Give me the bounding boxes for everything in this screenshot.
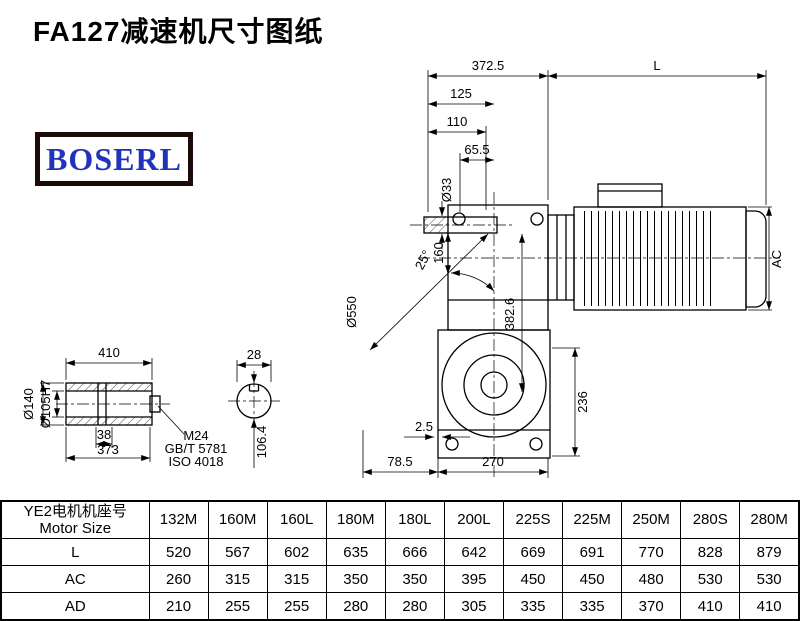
column-header: 132M <box>148 500 209 539</box>
dimension-lines <box>40 73 772 475</box>
output-shaft-hatch <box>424 217 448 233</box>
column-header: 180L <box>384 500 445 539</box>
dim-382-6-label: 382.6 <box>502 298 517 331</box>
bolt-iso4018-label: ISO 4018 <box>169 454 224 469</box>
dim-dia105h7-label: Ø105H7 <box>38 380 53 428</box>
dim-dia33-label: Ø33 <box>439 178 454 203</box>
table-cell: 450 <box>502 565 564 593</box>
table-cell: 370 <box>621 592 682 621</box>
row-label: AC <box>0 565 150 593</box>
table-cell: 210 <box>148 592 209 621</box>
table-cell: 567 <box>207 538 268 566</box>
table-header-row: YE2电机机座号 Motor Size 132M 160M 160L 180M … <box>0 500 800 539</box>
table-cell: 305 <box>443 592 504 621</box>
table-header-motor-size: YE2电机机座号 Motor Size <box>0 500 150 539</box>
dim-38-label: 38 <box>97 427 111 442</box>
bolt-m24-label: M24 <box>183 428 208 443</box>
dim-78-5-label: 78.5 <box>387 454 412 469</box>
table-row-l: L 520 567 602 635 666 642 669 691 770 82… <box>0 538 800 566</box>
motor-outline <box>547 183 767 311</box>
header-cn: YE2电机机座号 <box>23 502 127 520</box>
dim-372-5-label: 372.5 <box>472 58 505 73</box>
table-cell: 828 <box>680 538 741 566</box>
table-cell: 602 <box>266 538 327 566</box>
dim-106-4-label: 106.4 <box>254 426 269 459</box>
shaft-hatch-top <box>66 383 152 391</box>
table-cell: 260 <box>148 565 209 593</box>
table-cell: 635 <box>325 538 386 566</box>
table-cell: 530 <box>739 565 800 593</box>
page-title: FA127减速机尺寸图纸 <box>33 16 324 47</box>
dim-dia140-label: Ø140 <box>21 388 36 420</box>
column-header: 225S <box>502 500 564 539</box>
row-label: L <box>0 538 150 566</box>
motor-fins <box>580 211 716 306</box>
table-cell: 530 <box>680 565 741 593</box>
column-header: 160M <box>207 500 268 539</box>
dim-l-label: L <box>653 58 660 73</box>
dim-2-5-label: 2.5 <box>415 419 433 434</box>
dim-236-label: 236 <box>575 391 590 413</box>
table-cell: 315 <box>207 565 268 593</box>
table-cell: 255 <box>207 592 268 621</box>
table-cell: 280 <box>384 592 445 621</box>
dim-65-5-label: 65.5 <box>464 142 489 157</box>
motor-size-table: YE2电机机座号 Motor Size 132M 160M 160L 180M … <box>0 500 800 621</box>
table-cell: 642 <box>443 538 504 566</box>
dim-125-label: 125 <box>450 86 472 101</box>
column-header: 180M <box>325 500 386 539</box>
table-cell: 480 <box>621 565 682 593</box>
table-cell: 410 <box>680 592 741 621</box>
table-cell: 350 <box>384 565 445 593</box>
table-cell: 350 <box>325 565 386 593</box>
column-header: 200L <box>443 500 504 539</box>
dim-373-label: 373 <box>97 442 119 457</box>
header-en: Motor Size <box>39 520 112 537</box>
table-cell: 666 <box>384 538 445 566</box>
bolt-gbt5781-label: GB/T 5781 <box>165 441 228 456</box>
dim-160-label: 160 <box>431 242 446 264</box>
shaft-hatch-bottom <box>66 417 152 425</box>
dim-270-label: 270 <box>482 454 504 469</box>
boserl-logo: BOSERL <box>35 132 193 186</box>
table-cell: 450 <box>562 565 623 593</box>
table-cell: 395 <box>443 565 504 593</box>
dim-28-label: 28 <box>247 347 261 362</box>
table-cell: 669 <box>502 538 564 566</box>
dim-410-label: 410 <box>98 345 120 360</box>
table-cell: 335 <box>502 592 564 621</box>
table-cell: 770 <box>621 538 682 566</box>
table-cell: 315 <box>266 565 327 593</box>
table-cell: 335 <box>562 592 623 621</box>
table-row-ac: AC 260 315 315 350 350 395 450 450 480 5… <box>0 565 800 593</box>
dim-dia550-label: Ø550 <box>344 296 359 328</box>
table-row-ad: AD 210 255 255 280 280 305 335 335 370 4… <box>0 592 800 621</box>
column-header: 280M <box>739 500 800 539</box>
table-cell: 410 <box>739 592 800 621</box>
logo-text: BOSERL <box>46 141 182 177</box>
table-cell: 691 <box>562 538 623 566</box>
table-cell: 280 <box>325 592 386 621</box>
dim-110-label: 110 <box>447 114 468 129</box>
row-label: AD <box>0 592 150 621</box>
column-header: 280S <box>680 500 741 539</box>
shaft-section-view <box>236 383 272 419</box>
dim-ac-label: AC <box>769 250 784 268</box>
table-cell: 520 <box>148 538 209 566</box>
table-cell: 255 <box>266 592 327 621</box>
dimension-drawing: 372.5 L 125 110 65.5 Ø33 160 25° Ø550 38… <box>21 58 784 480</box>
table-cell: 879 <box>739 538 800 566</box>
column-header: 250M <box>621 500 682 539</box>
dimension-labels: 372.5 L 125 110 65.5 Ø33 160 25° Ø550 38… <box>21 58 784 469</box>
column-header: 160L <box>266 500 327 539</box>
column-header: 225M <box>562 500 623 539</box>
